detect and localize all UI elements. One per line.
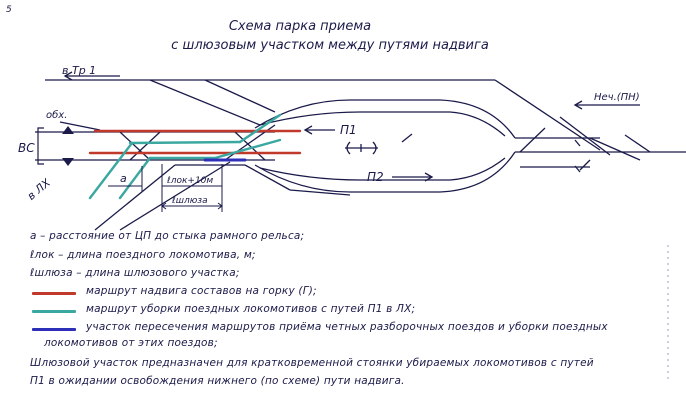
track-park-p2-lower — [259, 157, 506, 181]
label-obh: обх. — [46, 109, 67, 121]
p1-arrow-head-icon — [303, 125, 313, 135]
p1-symbol-right-paren — [372, 141, 377, 155]
track-neck-diag-3 — [589, 137, 641, 161]
signals — [62, 126, 74, 166]
teal-route-to-lh — [88, 141, 134, 200]
dimensions — [108, 164, 223, 212]
title-line-2: с шлюзовым участком между путями надвига — [171, 38, 489, 53]
p1-symbol-slash — [401, 133, 413, 143]
track-lh-branch-4 — [119, 161, 231, 231]
dim-shl-right-icon — [217, 202, 223, 210]
track-top-diagonal — [494, 79, 601, 151]
p1-symbol-left-paren — [346, 141, 351, 155]
track-exit-diag — [624, 134, 651, 153]
label-to-tr1: в Тр 1 — [62, 64, 96, 77]
label-vlh: в ЛХ — [25, 176, 53, 203]
page-number: 5 — [6, 5, 12, 15]
vs-bracket — [37, 127, 44, 165]
track-end-mark-1 — [574, 139, 581, 147]
track-park-lower — [254, 151, 516, 193]
teal-route-to-lh-2 — [118, 156, 152, 200]
label-vs: ВС — [18, 141, 35, 155]
track-lh-branch-3 — [289, 189, 351, 196]
route-teal — [88, 113, 282, 200]
title-line-1: Схема парка приема — [229, 19, 371, 34]
signal-upper-icon — [62, 126, 74, 134]
track-top-branch — [149, 79, 261, 126]
signal-lower-icon — [62, 158, 74, 166]
track-park-upper — [254, 99, 516, 139]
track-neck-diag-1 — [559, 116, 611, 156]
label-a: а — [120, 172, 127, 185]
nech-arrow-head-icon — [573, 100, 583, 110]
track-neck-stub — [579, 159, 591, 171]
track-crossover-left-a — [119, 131, 151, 161]
label-p1: П1 — [340, 123, 357, 137]
label-nech: Неч.(ПН) — [594, 92, 640, 103]
track-lines — [35, 79, 686, 231]
arrows — [63, 71, 640, 182]
tr1-arrow-head-icon — [63, 71, 73, 81]
label-l-shl: ℓшлюза — [171, 196, 208, 206]
teal-route-diag-mid — [213, 138, 282, 160]
track-neck-diag-2 — [519, 127, 546, 153]
label-p2: П2 — [367, 170, 384, 184]
label-l-lok: ℓлок+10м — [166, 176, 213, 186]
track-lh-branch-2 — [244, 164, 291, 191]
track-crossover-right-a — [234, 131, 266, 161]
track-obh-lead — [59, 121, 101, 131]
teal-route-flat — [128, 140, 242, 145]
track-end-mark-2 — [574, 165, 581, 173]
track-top-branch-2 — [204, 79, 276, 113]
p2-arrow-head-icon — [424, 172, 434, 182]
track-park-p1-upper — [259, 111, 506, 137]
page-number-text: 5 — [6, 5, 12, 15]
dim-shl-left-icon — [161, 202, 167, 210]
track-crossover-left-b — [129, 131, 161, 161]
teal-route-diag-upper — [238, 113, 282, 144]
